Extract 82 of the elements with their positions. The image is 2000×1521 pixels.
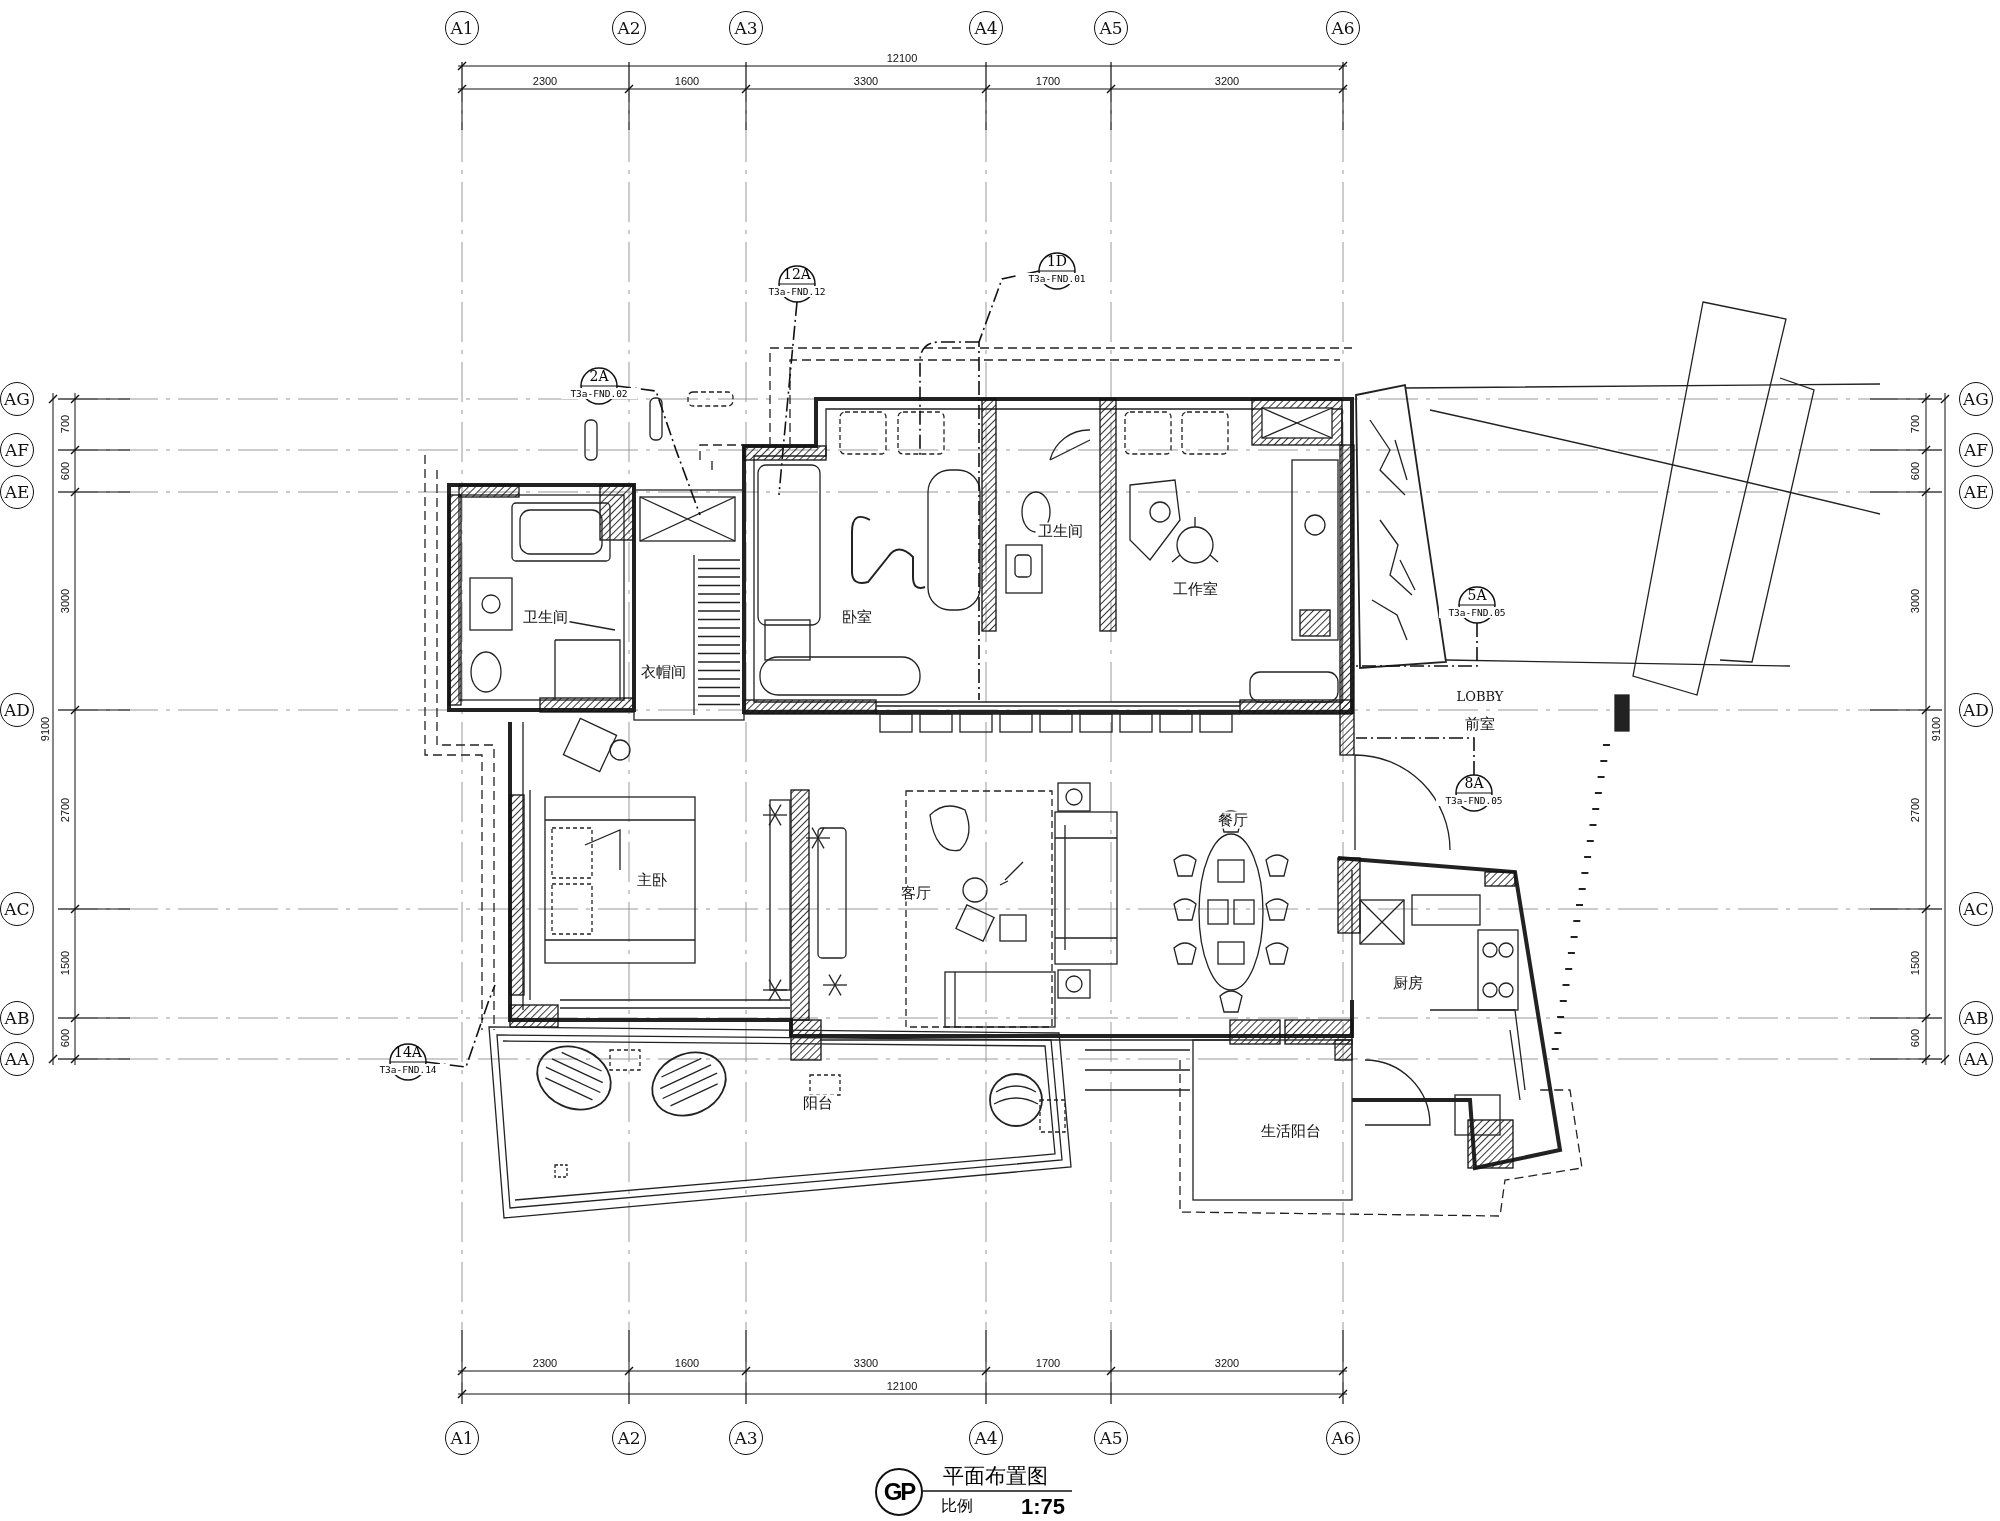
room-name: 卧室 [840,608,874,626]
room-name: 工作室 [1170,580,1220,598]
section-number: 12A [782,267,812,282]
grid-bubble: A3 [729,1421,763,1455]
section-number: 14A [393,1045,423,1060]
room-name: 前室 [1463,715,1497,733]
room-name: 生活阳台 [1259,1122,1323,1140]
scale-value: 1:75 [1021,1495,1065,1519]
room-name: 厨房 [1391,974,1425,992]
grid-bubble: A3 [729,11,763,45]
leader-line [616,385,701,516]
grid-bubble: AF [0,433,34,467]
section-number: 1D [1045,254,1069,269]
dimension-text: 3200 [1214,75,1240,87]
grid-bubble: AD [1959,693,1993,727]
dimension-text: 1700 [1035,1357,1061,1369]
leader-line [978,270,1040,701]
room-name: 主卧 [635,871,669,889]
room-name: 卫生间 [520,608,570,626]
scale-label: 比例 [941,1497,973,1515]
dimension-text: 600 [1909,1028,1921,1048]
drawing-symbol: GP [875,1468,923,1516]
room-name: 阳台 [801,1094,835,1112]
dimension-text: 3000 [59,588,71,614]
room-name: 客厅 [899,884,933,902]
dimension-text: 12100 [886,1380,918,1392]
dimension-text: 700 [59,414,71,434]
drawing-title: 平面布置图 [943,1464,1048,1488]
dimension-text: 3000 [1909,588,1921,614]
room-name: 餐厅 [1216,811,1250,829]
grid-bubble: A4 [969,1421,1003,1455]
leader-line [1355,622,1478,667]
leader-line [778,301,798,496]
dimension-text: 700 [1909,414,1921,434]
room-name: LOBBY [1454,688,1506,704]
section-number: 8A [1463,776,1485,791]
sheet-reference: T3a-FND.02 [561,388,637,399]
grid-bubble: AG [0,382,34,416]
grid-bubble: A5 [1094,11,1128,45]
dimension-text: 1600 [674,75,700,87]
dimension-text: 9100 [39,716,51,742]
dimension-text: 2300 [532,1357,558,1369]
leader-line [425,984,496,1068]
grid-bubble: A2 [612,1421,646,1455]
grid-bubble: A5 [1094,1421,1128,1455]
dimension-text: 9100 [1930,716,1942,742]
dimension-text: 2300 [532,75,558,87]
dimension-text: 1500 [59,950,71,976]
grid-bubble: A6 [1326,1421,1360,1455]
grid-bubble: A1 [445,11,479,45]
grid-bubble: A2 [612,11,646,45]
dimension-text: 600 [59,461,71,481]
grid-bubble: AE [1959,475,1993,509]
dimension-text: 2700 [59,797,71,823]
leader-line [1355,737,1475,776]
dimension-text: 2700 [1909,797,1921,823]
grid-bubble: AA [0,1042,34,1076]
grid-bubble: AE [0,475,34,509]
grid-bubble: AB [1959,1001,1993,1035]
section-number: 2A [588,369,610,384]
dimension-text: 3300 [853,75,879,87]
dimension-text: 12100 [886,52,918,64]
dimension-text: 3200 [1214,1357,1240,1369]
dimension-text: 600 [59,1028,71,1048]
dimension-text: 1700 [1035,75,1061,87]
dimension-text: 3300 [853,1357,879,1369]
grid-bubble: A4 [969,11,1003,45]
grid-bubble: AA [1959,1042,1993,1076]
dimension-text: 1600 [674,1357,700,1369]
grid-bubble: AC [1959,892,1993,926]
grid-bubble: A1 [445,1421,479,1455]
grid-bubble: AD [0,693,34,727]
grid-bubble: AF [1959,433,1993,467]
room-name: 衣帽间 [638,663,688,681]
grid-bubble: AC [0,892,34,926]
grid-bubble: AB [0,1001,34,1035]
grid-bubble: AG [1959,382,1993,416]
room-name: 卫生间 [1035,522,1085,540]
grid-bubble: A6 [1326,11,1360,45]
dimension-text: 1500 [1909,950,1921,976]
dimension-text: 600 [1909,461,1921,481]
section-number: 5A [1466,588,1488,603]
